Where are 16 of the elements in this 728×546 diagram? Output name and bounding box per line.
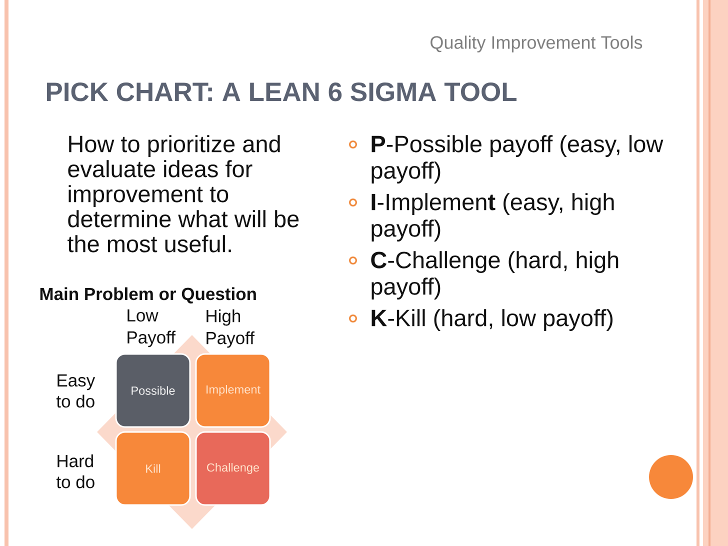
column-header: High Payoff [206,309,255,348]
chart-heading: Main Problem or Question [40,287,256,304]
row-header: Hard to do [56,454,94,488]
slide-title: PICK CHART: A LEAN 6 SIGMA TOOL [46,82,516,102]
quadrant-box: Kill [115,431,191,506]
body-text: How to prioritize and evaluate ideas for improvement to determine what will be the most useful. [68,135,299,252]
quadrant-box: Challenge [195,431,271,506]
row-header: Easy to do [56,374,96,408]
bullet-text: C-Challenge (hard, high payoff) [371,251,618,300]
bullet-text: K-Kill (hard, low payoff) [372,309,613,331]
header-text: Quality Improvement Tools [430,36,642,52]
bullet-text: I-Implement (easy, high payoff) [372,193,614,242]
bullet-text: P-Possible payoff (easy, low payoff) [372,135,664,184]
column-header: Low Payoff [128,309,176,348]
quadrant-box: Possible [115,353,191,428]
quadrant-box: Implement [195,353,271,428]
